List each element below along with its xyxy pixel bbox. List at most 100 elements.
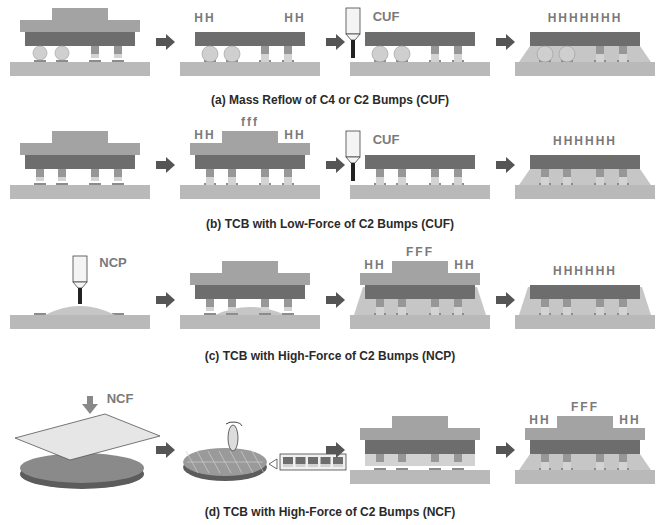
ncp-paste: [45, 306, 115, 315]
cu-pillar: [376, 454, 384, 462]
ncf-film: [321, 464, 331, 467]
dispenser-barrel: [346, 8, 360, 34]
die: [365, 285, 475, 299]
die: [530, 285, 640, 299]
process-label: NCP: [99, 256, 126, 269]
cu-pillar: [284, 169, 292, 177]
cu-pillar: [454, 299, 462, 307]
process-arrow: [496, 442, 515, 458]
substrate: [350, 470, 490, 484]
solder-cap: [454, 462, 462, 466]
substrate-pad: [452, 468, 464, 470]
solder-cap: [398, 307, 406, 315]
bond-head-top: [52, 131, 108, 143]
cu-pillar: [91, 46, 99, 54]
lamination-arrow: [82, 396, 98, 414]
cu-pillar: [398, 454, 406, 462]
process-arrow: [156, 157, 175, 173]
ncf-film: [365, 454, 475, 466]
dispenser-needle: [78, 288, 82, 304]
solder-cap: [541, 307, 549, 315]
cu-pillar: [541, 169, 549, 177]
solder-cap: [206, 307, 214, 311]
solder-cap: [376, 307, 384, 315]
solder-cap: [284, 54, 292, 62]
ncf-film: [308, 464, 318, 467]
c4-bump: [224, 46, 240, 62]
dispenser-needle: [351, 163, 355, 181]
cu-pillar: [619, 46, 627, 54]
substrate-pad: [34, 183, 46, 185]
substrate: [180, 315, 320, 329]
substrate: [515, 185, 655, 199]
process-arrow: [156, 34, 175, 50]
force-label: HH: [529, 414, 550, 426]
cu-pillar: [541, 299, 549, 307]
cu-pillar: [596, 46, 604, 54]
cu-pillar: [261, 169, 269, 177]
cu-pillar: [376, 169, 384, 177]
solder-cap: [563, 462, 571, 470]
solder-cap: [114, 177, 122, 181]
bond-head: [360, 428, 480, 440]
underfill: [519, 454, 651, 470]
solder-cap: [596, 177, 604, 185]
solder-cap: [261, 307, 269, 311]
process-label: NCF: [107, 392, 134, 405]
substrate-pad: [56, 183, 68, 185]
cu-pillar: [398, 169, 406, 177]
cu-pillar: [36, 169, 44, 177]
c4-bump: [537, 46, 553, 62]
solder-cap: [619, 307, 627, 315]
force-label: FFF: [571, 401, 599, 413]
die: [530, 155, 640, 169]
bond-head-top: [52, 8, 108, 20]
dicing-street: [187, 462, 263, 463]
substrate: [180, 62, 320, 76]
process-arrow: [496, 157, 515, 173]
solder-cap: [563, 177, 571, 185]
substrate: [350, 185, 490, 199]
process-arrow: [156, 442, 175, 458]
solder-cap: [541, 177, 549, 185]
ncf-film: [283, 464, 293, 467]
dispenser-taper: [346, 34, 360, 40]
force-label: HH: [619, 414, 640, 426]
cu-pillar: [261, 299, 269, 307]
solder-cap: [431, 462, 439, 466]
solder-cap: [284, 177, 292, 185]
force-label: HH: [194, 129, 215, 141]
caption: (d) TCB with High-Force of C2 Bumps (NCF…: [205, 506, 456, 518]
wafer: [20, 453, 144, 483]
solder-cap: [454, 307, 462, 315]
solder-cap: [431, 307, 439, 315]
dispenser-barrel: [73, 256, 87, 282]
cu-pillar: [114, 46, 122, 54]
diced-wafer: [183, 448, 267, 476]
solder-cap: [36, 177, 44, 181]
bond-head-top: [222, 261, 278, 273]
cu-pillar: [596, 299, 604, 307]
cu-pillar: [431, 169, 439, 177]
cu-pillar: [596, 454, 604, 462]
solder-cap: [114, 54, 122, 58]
substrate-pad: [34, 313, 46, 315]
caption: (b) TCB with Low-Force of C2 Bumps (CUF): [206, 218, 454, 230]
cu-pillar: [596, 169, 604, 177]
substrate: [515, 315, 655, 329]
substrate: [180, 185, 320, 199]
die: [365, 440, 475, 454]
process-arrow: [326, 292, 345, 308]
c4-bump: [33, 46, 47, 60]
underfill: [519, 46, 651, 62]
cu-pillar: [563, 299, 571, 307]
dispenser-barrel: [346, 131, 360, 157]
solder-cap: [596, 462, 604, 470]
force-label: HH: [284, 12, 305, 24]
cu-pillar: [454, 169, 462, 177]
solder-cap: [284, 307, 292, 311]
bond-head: [360, 273, 480, 285]
substrate-pad: [374, 468, 386, 470]
substrate-pad: [396, 468, 408, 470]
